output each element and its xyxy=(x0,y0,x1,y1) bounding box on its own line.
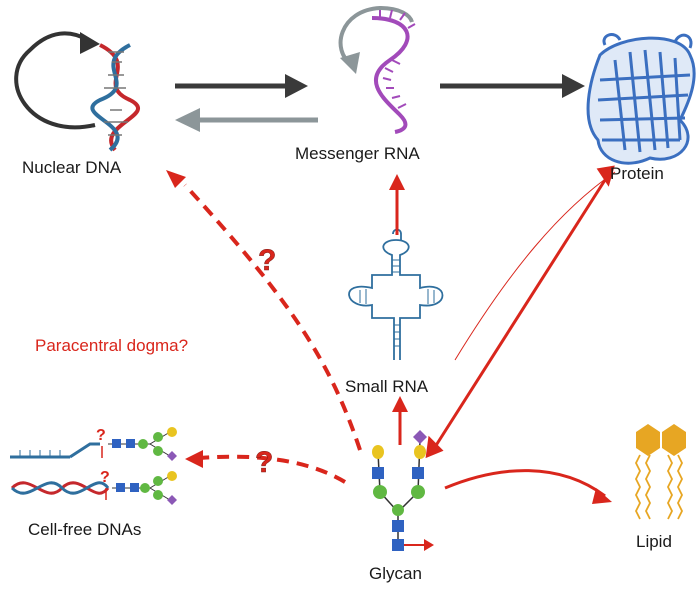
small-rna-to-mrna-arrow xyxy=(389,174,405,235)
glycan-icon xyxy=(372,430,434,551)
label-protein: Protein xyxy=(610,164,664,183)
question-mark-small-2: ? xyxy=(100,469,110,486)
glycan-to-cell-free-dashed-arrow xyxy=(185,450,347,484)
label-paracentral-dogma: Paracentral dogma? xyxy=(35,336,189,355)
label-lipid: Lipid xyxy=(636,532,672,551)
label-glycan: Glycan xyxy=(369,564,422,583)
glycan-protein-bidirectional-arrow xyxy=(425,165,616,459)
glycan-to-nuclear-dna-dashed-arrow xyxy=(166,170,362,451)
nuclear-dna-icon xyxy=(14,31,140,152)
lipid-icon xyxy=(634,424,686,520)
label-messenger-rna: Messenger RNA xyxy=(295,144,420,163)
label-small-rna: Small RNA xyxy=(345,377,429,396)
rna-to-dna-arrow xyxy=(175,108,318,132)
glycan-to-small-rna-arrow xyxy=(392,396,408,445)
question-mark-cell-free: ? xyxy=(255,446,273,479)
small-rna-icon xyxy=(348,228,444,360)
glycan-to-lipid-arrow xyxy=(444,469,612,504)
question-mark-dna: ? xyxy=(258,244,276,277)
rna-to-protein-arrow xyxy=(440,74,585,98)
label-nuclear-dna: Nuclear DNA xyxy=(22,158,122,177)
label-cell-free-dnas: Cell-free DNAs xyxy=(28,520,142,539)
dna-to-rna-arrow xyxy=(175,74,308,98)
protein-icon xyxy=(586,33,696,165)
cell-free-dna-icon: ? ? xyxy=(10,427,177,505)
messenger-rna-icon xyxy=(338,5,416,134)
question-mark-small-1: ? xyxy=(96,427,106,444)
